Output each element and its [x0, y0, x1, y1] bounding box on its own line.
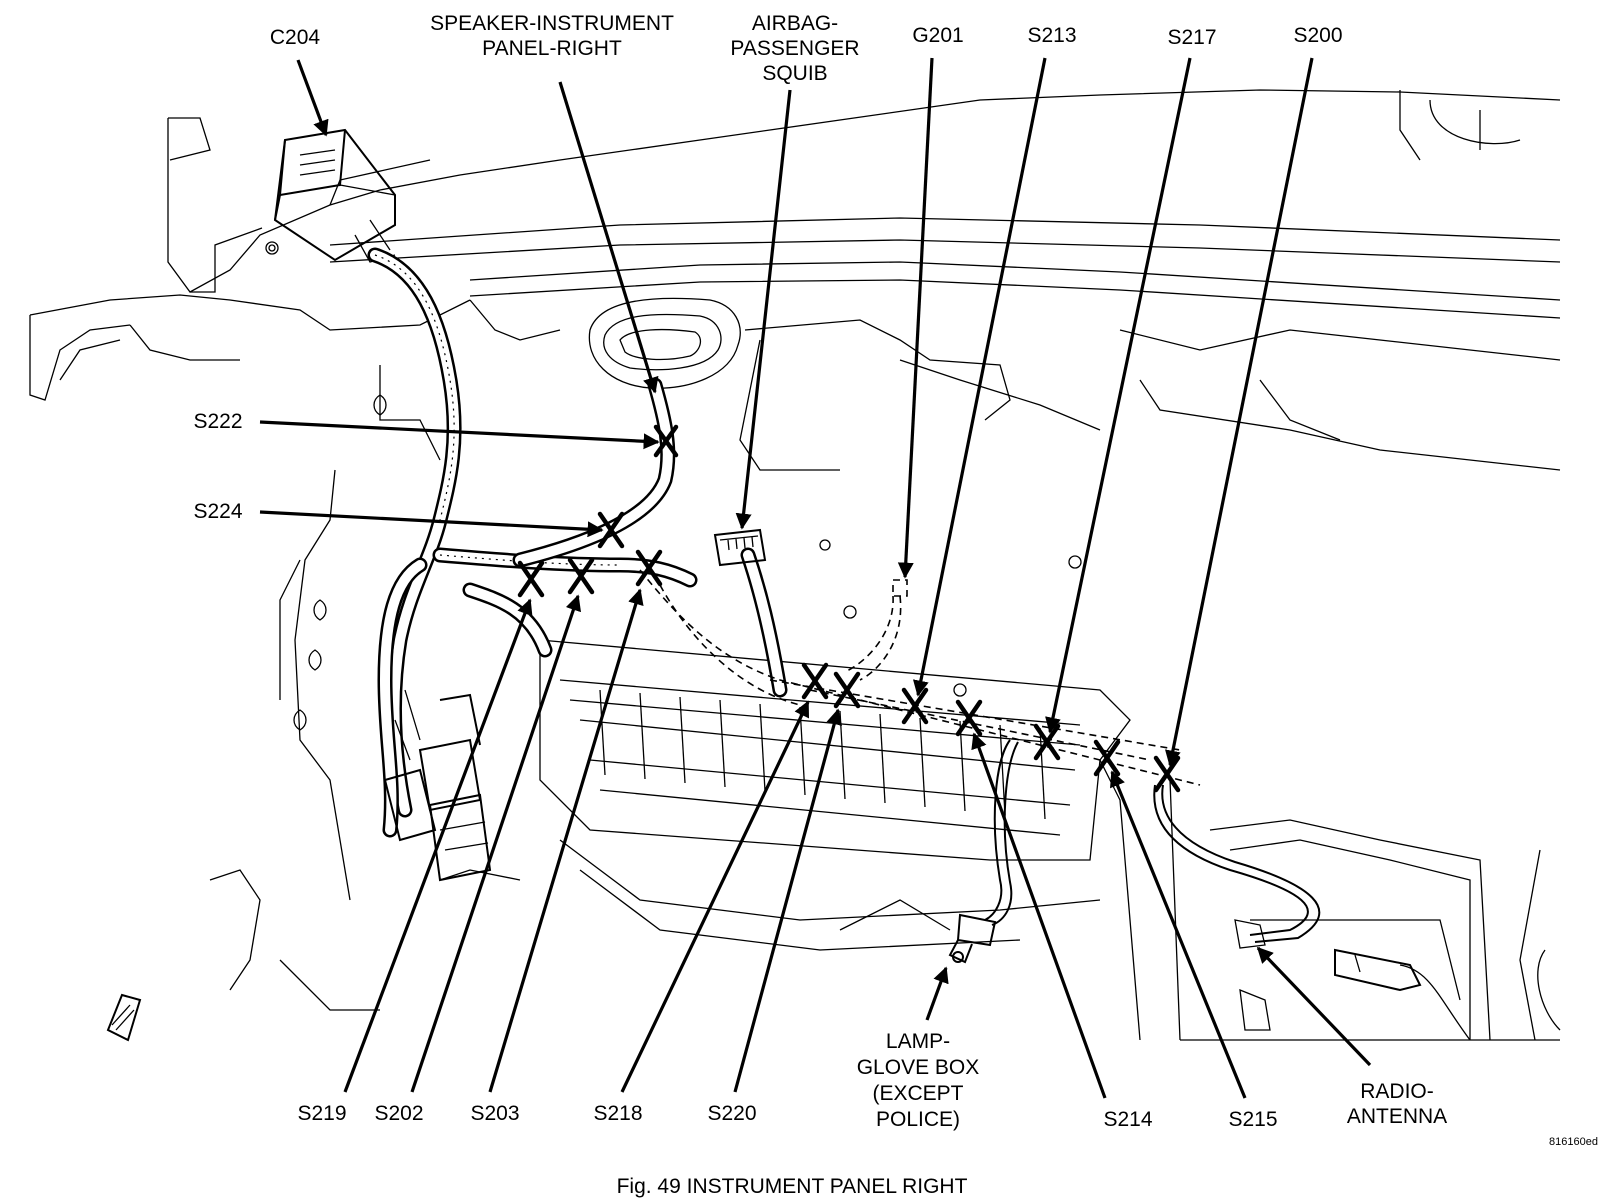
label-radio-antenna: RADIO-ANTENNA: [1347, 1080, 1447, 1128]
label-s214: S214: [1103, 1108, 1152, 1131]
label-s215: S215: [1228, 1108, 1277, 1131]
leader-s217: [1045, 57, 1192, 734]
hidden-wire-runs: [639, 569, 1201, 786]
label-s220: S220: [707, 1102, 756, 1125]
leader-s202: [410, 594, 582, 1093]
leader-s219: [343, 598, 533, 1093]
splice-x-s218: [801, 662, 829, 700]
label-s200: S200: [1293, 24, 1342, 47]
leader-c204: [296, 59, 329, 137]
lower-left-connectors: [383, 689, 492, 882]
splice-markers: [517, 424, 1181, 793]
glove-box-louvers: [599, 689, 1046, 820]
splice-x-s202: [567, 557, 595, 595]
leader-arrows: [259, 57, 1372, 1099]
splice-x-s224: [597, 511, 625, 549]
leader-s218: [620, 700, 810, 1093]
label-s224: S224: [193, 500, 242, 523]
leader-s214: [971, 732, 1107, 1099]
splice-x-s215: [1093, 739, 1121, 777]
leader-s215: [1110, 770, 1247, 1099]
c204-connector: [273, 128, 396, 263]
label-s202: S202: [374, 1102, 423, 1125]
leader-speaker: [558, 81, 659, 394]
figure-caption: Fig. 49 INSTRUMENT PANEL RIGHT: [617, 1175, 968, 1198]
leader-s222: [259, 420, 660, 450]
label-g201: G201: [912, 24, 963, 47]
wire-harness: [273, 128, 1321, 964]
splice-x-s203: [635, 549, 663, 587]
leader-s213: [912, 57, 1047, 697]
label-s222: S222: [193, 410, 242, 433]
leader-lamp: [925, 966, 949, 1021]
leader-s220: [733, 708, 842, 1093]
panel-structure: [29, 89, 1561, 1042]
label-s218: S218: [593, 1102, 642, 1125]
leader-g201: [897, 57, 934, 579]
g201-ground-point: [892, 579, 908, 597]
leader-airbag: [735, 89, 792, 530]
label-s203: S203: [470, 1102, 519, 1125]
label-s213: S213: [1027, 24, 1076, 47]
splice-x-s220: [833, 671, 861, 709]
leader-radio: [1256, 946, 1372, 1067]
label-s219: S219: [297, 1102, 346, 1125]
splice-x-s213: [901, 687, 929, 725]
leader-s200: [1164, 57, 1314, 767]
label-s217: S217: [1167, 26, 1216, 49]
splice-x-s222: [653, 424, 679, 458]
leader-s203: [488, 588, 644, 1093]
glove-box-lamp: [948, 913, 997, 964]
figure-code: 816160ed: [1549, 1136, 1598, 1148]
label-c204: C204: [270, 26, 321, 49]
splice-x-s214: [955, 699, 983, 737]
splice-x-s200: [1153, 755, 1181, 793]
airbag-squib-connector: [713, 528, 767, 567]
leader-s224: [259, 510, 604, 538]
splice-x-s219: [517, 560, 545, 598]
